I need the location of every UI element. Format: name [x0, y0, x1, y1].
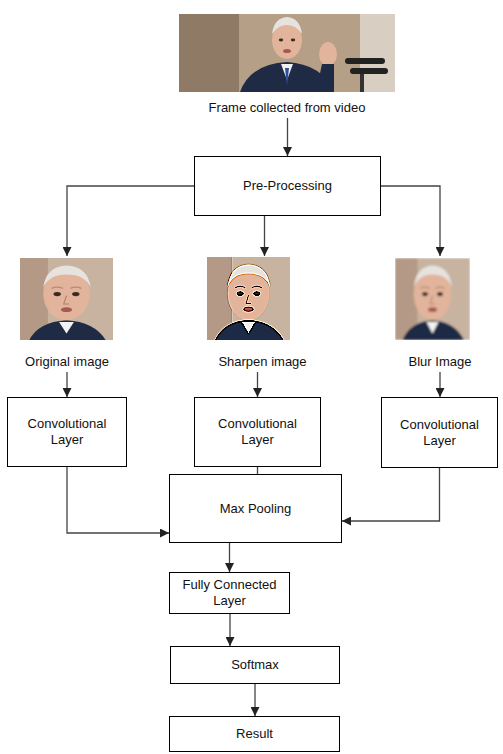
layer-box: Convolutional Layer [381, 397, 498, 468]
flow-arrow [342, 468, 440, 521]
image-caption: Sharpen image [216, 354, 308, 370]
box-label: Max Pooling [220, 501, 292, 517]
blurred-face-picture [395, 258, 470, 340]
box-label: Fully Connected Layer [178, 577, 282, 609]
image-caption: Original image [23, 354, 111, 370]
flow-arrow [287, 118, 288, 156]
box-label: Convolutional Layer [392, 417, 488, 449]
image-caption: Frame collected from video [207, 100, 368, 116]
layer-box: Softmax [170, 646, 340, 684]
flow-arrow [67, 186, 194, 256]
sharpened-face-picture [207, 257, 290, 340]
box-label: Pre-Processing [243, 178, 332, 194]
original-face-picture [20, 258, 113, 340]
video-frame: Frame collected from video [170, 10, 404, 118]
flow-arrow [439, 372, 440, 397]
flow-arrow [67, 467, 169, 533]
layer-box: Convolutional Layer [194, 397, 321, 467]
flow-arrow [66, 372, 67, 397]
flow-arrow [264, 216, 265, 256]
layer-box: Convolutional Layer [7, 397, 127, 467]
flow-arrow [257, 467, 258, 474]
box-label: Convolutional Layer [19, 416, 115, 448]
image-panel: Sharpen image [190, 256, 335, 372]
image-panel: Original image [4, 256, 130, 372]
flow-arrow [257, 372, 258, 397]
image-caption: Blur Image [407, 354, 474, 370]
layer-box: Fully Connected Layer [169, 572, 290, 614]
process-box: Pre-Processing [194, 156, 381, 216]
flow-arrow [254, 684, 255, 716]
box-label: Convolutional Layer [210, 416, 306, 448]
flow-arrow [229, 543, 230, 572]
video-frame-picture [179, 14, 395, 92]
box-label: Result [236, 726, 273, 742]
output-box: Result [169, 716, 340, 752]
image-panel: Blur Image [385, 256, 495, 372]
flow-arrow [381, 186, 440, 256]
box-label: Softmax [231, 657, 279, 673]
layer-box: Max Pooling [169, 474, 342, 543]
flow-arrow [229, 614, 230, 646]
